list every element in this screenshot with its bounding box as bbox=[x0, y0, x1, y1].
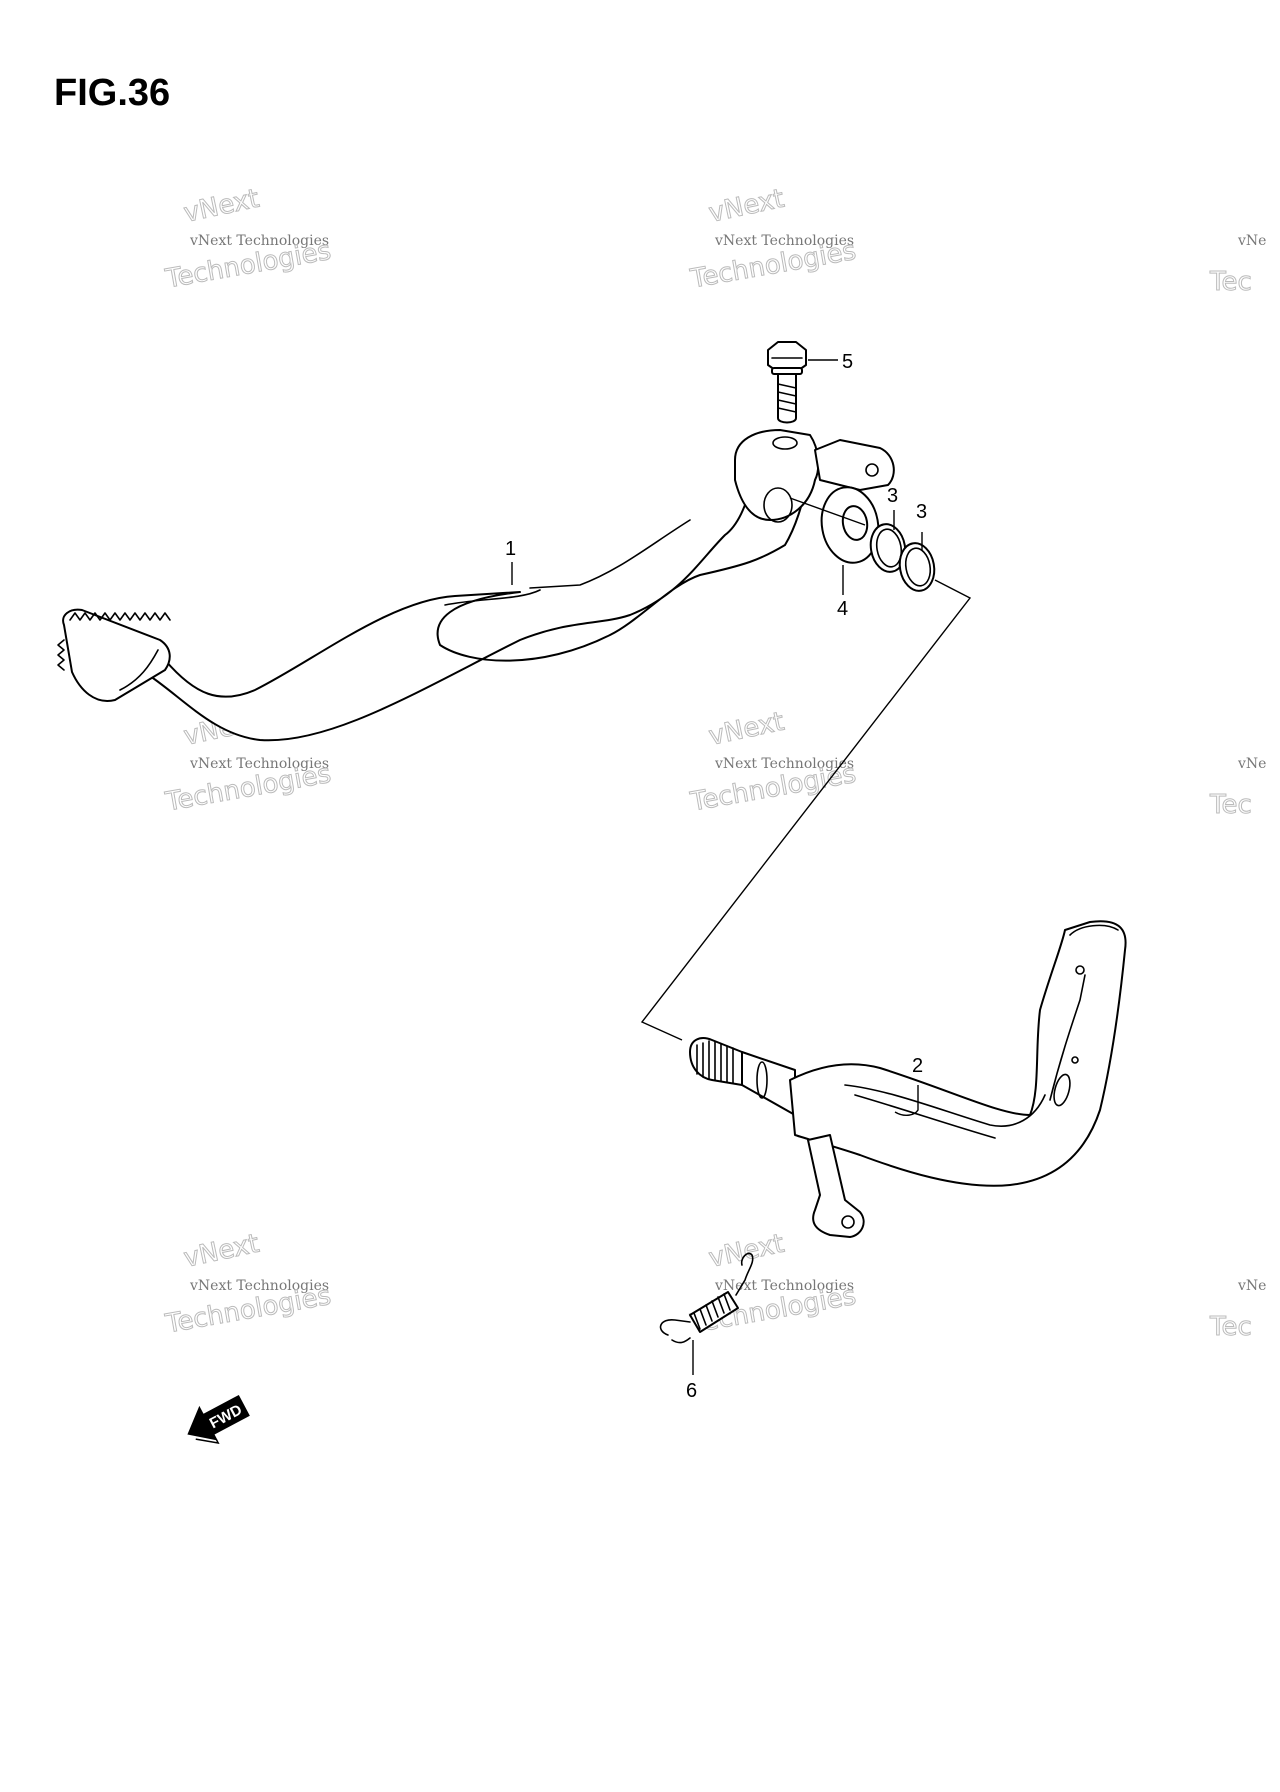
watermark-large: vNext bbox=[706, 184, 787, 229]
pedal-boss bbox=[734, 429, 820, 521]
watermark-text: vNext Technologies bbox=[714, 233, 854, 249]
callout-4: 4 bbox=[837, 598, 848, 620]
watermark-text: vNext Technologies bbox=[189, 1278, 329, 1294]
callout-5: 5 bbox=[842, 351, 853, 373]
callout-2: 2 bbox=[912, 1055, 923, 1077]
watermark-text: vNext Technologies bbox=[714, 756, 854, 772]
watermark-text-partial: vNe bbox=[1237, 756, 1266, 772]
footrest-teeth bbox=[69, 612, 171, 621]
pedal-arm bbox=[149, 454, 816, 742]
watermark-text: vNext Technologies bbox=[189, 233, 329, 249]
fwd-arrow-icon: FWD bbox=[187, 1394, 250, 1444]
watermark-large-partial: Tec bbox=[1209, 790, 1252, 820]
part-4-washer bbox=[820, 486, 880, 564]
axis-line-assembly bbox=[640, 579, 972, 1041]
pedal-footrest bbox=[62, 608, 171, 702]
shaft-lower-tab bbox=[807, 1134, 865, 1238]
callout-3b: 3 bbox=[916, 501, 927, 523]
watermark-large: vNext bbox=[706, 1229, 787, 1274]
callout-3a: 3 bbox=[887, 485, 898, 507]
watermark-text-partial: vNe bbox=[1237, 1278, 1266, 1294]
watermark-large: vNext bbox=[181, 1229, 262, 1274]
shaft-arm bbox=[789, 920, 1127, 1187]
part-3-o-rings bbox=[869, 523, 936, 592]
leader-2 bbox=[894, 1085, 919, 1117]
part-5-bolt bbox=[767, 341, 807, 424]
figure-title: FIG.36 bbox=[54, 72, 171, 114]
part-1-brake-pedal bbox=[57, 429, 895, 742]
part-2-brake-shaft bbox=[689, 920, 1127, 1238]
pedal-bracket bbox=[814, 439, 895, 491]
watermark-large: vNext bbox=[181, 184, 262, 229]
shaft-body bbox=[741, 1051, 796, 1116]
part-6-spring bbox=[659, 1252, 754, 1344]
axis-line-upper bbox=[789, 497, 866, 526]
watermark-large-partial: Tec bbox=[1209, 267, 1252, 297]
watermark-text-partial: vNe bbox=[1237, 233, 1266, 249]
watermark-text: vNext Technologies bbox=[189, 756, 329, 772]
watermark-large: vNext bbox=[706, 707, 787, 752]
callout-1: 1 bbox=[505, 538, 516, 560]
watermark-group: vNext vNext Technologies Technologies vN… bbox=[162, 183, 1266, 1342]
callout-6: 6 bbox=[686, 1380, 697, 1402]
spring-coil bbox=[689, 1291, 739, 1333]
watermark-text: vNext Technologies bbox=[714, 1278, 854, 1294]
watermark-large-partial: Tec bbox=[1209, 1312, 1252, 1342]
